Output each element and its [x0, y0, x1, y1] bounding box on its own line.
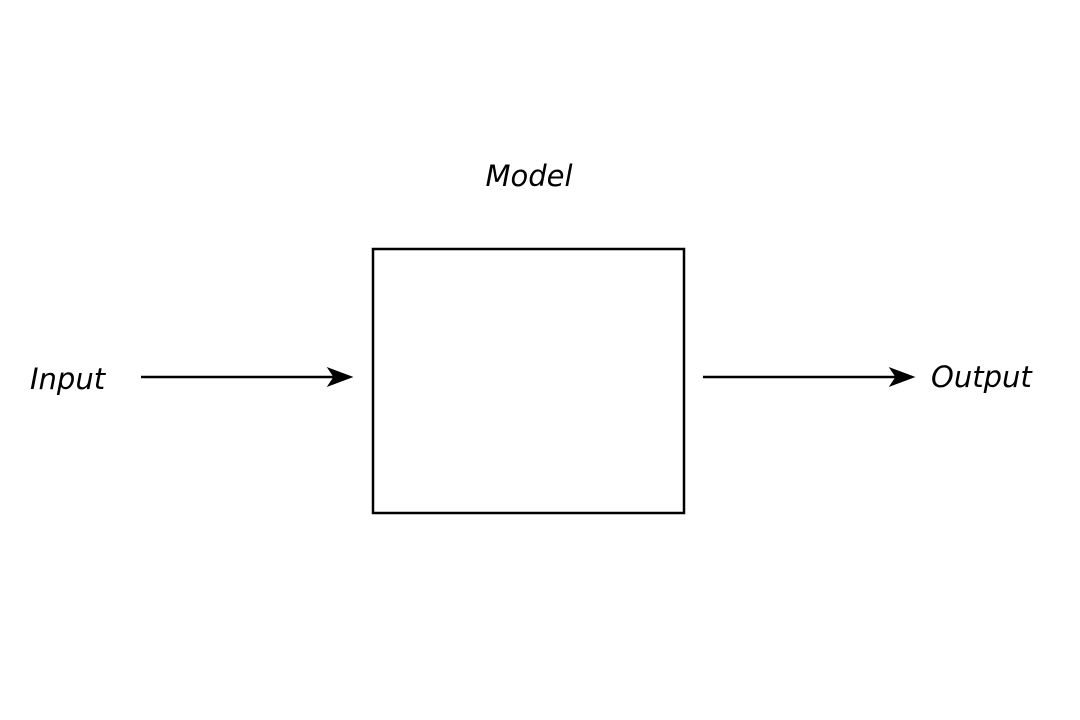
output-arrow — [703, 366, 916, 388]
model-box-title: Model — [485, 159, 572, 193]
input-label: Input — [30, 362, 107, 396]
input-arrowhead-icon — [326, 366, 354, 388]
input-arrow — [141, 366, 354, 388]
output-label: Output — [931, 360, 1033, 394]
model-box — [371, 247, 686, 515]
output-arrowhead-icon — [888, 366, 916, 388]
